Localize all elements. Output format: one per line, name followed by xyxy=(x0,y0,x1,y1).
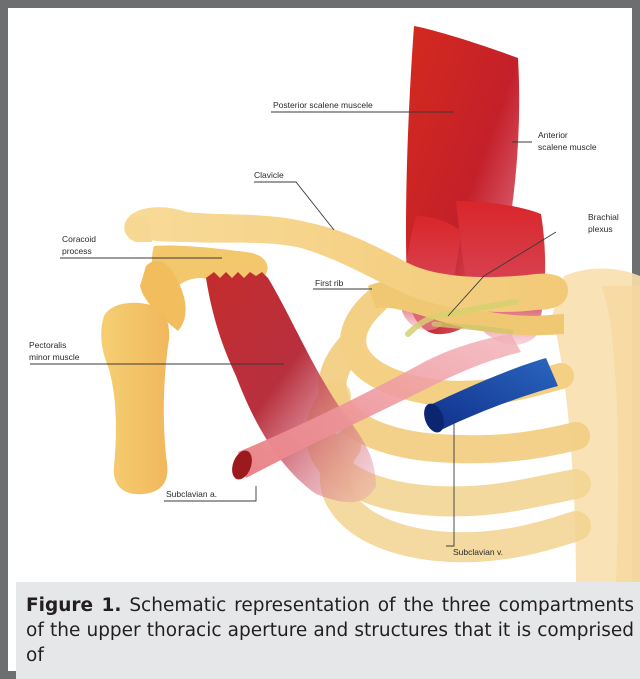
figure-caption: Figure 1. Schematic representation of th… xyxy=(16,582,640,679)
label-subclavian-artery: Subclavian a. xyxy=(166,489,217,499)
thoracic-aperture-illustration: Posterior scalene muscele Anterior scale… xyxy=(16,16,640,584)
label-brachial-1: Brachial xyxy=(588,212,619,222)
label-subclavian-vein: Subclavian v. xyxy=(453,547,503,557)
label-clavicle: Clavicle xyxy=(254,170,284,180)
label-brachial-2: plexus xyxy=(588,224,613,234)
caption-label: Figure 1. xyxy=(26,595,121,616)
label-pectoralis-2: minor muscle xyxy=(29,352,80,362)
label-anterior-scalene-2: scalene muscle xyxy=(538,142,597,152)
humerus xyxy=(101,303,169,494)
label-first-rib: First rib xyxy=(315,278,344,288)
label-coracoid-2: process xyxy=(62,246,92,256)
label-anterior-scalene-1: Anterior xyxy=(538,130,568,140)
label-coracoid-1: Coracoid xyxy=(62,234,96,244)
pectoralis-minor-muscle xyxy=(206,272,376,502)
label-posterior-scalene: Posterior scalene muscele xyxy=(273,100,373,110)
label-pectoralis-1: Pectoralis xyxy=(29,340,66,350)
